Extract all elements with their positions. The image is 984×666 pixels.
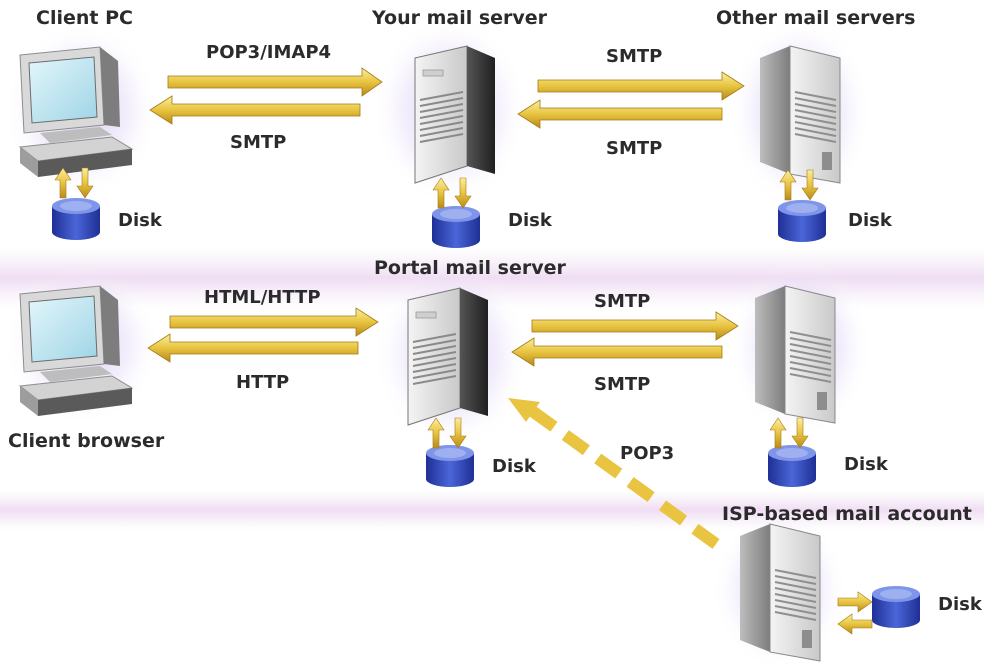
client-pc-label: Client PC (36, 7, 133, 29)
smtp-label: SMTP (230, 132, 287, 153)
http-label: HTTP (236, 372, 290, 393)
arrow-smtp-to-other (537, 71, 745, 101)
smtp-label: SMTP (594, 291, 651, 312)
disk-icon (768, 445, 816, 487)
arrow-pop3-imap4 (167, 67, 383, 97)
disk-label: Disk (844, 454, 888, 475)
smtp-label: SMTP (606, 46, 663, 67)
arrow-smtp-portal-to-other (531, 311, 739, 341)
arrow-smtp-other-to-portal (511, 337, 723, 367)
other-mail-server-tower-2 (754, 285, 836, 424)
pop3-imap4-label: POP3/IMAP4 (206, 42, 332, 63)
arrow-smtp-from-other (517, 99, 723, 129)
your-mail-server-tower (414, 45, 496, 184)
html-http-label: HTML/HTTP (204, 287, 321, 308)
portal-mail-server-label: Portal mail server (374, 257, 566, 279)
arrow-http (147, 333, 359, 363)
isp-disk-transfer-arrows (837, 591, 873, 635)
disk-icon (52, 198, 100, 240)
client-browser-label: Client browser (8, 430, 165, 452)
arrow-html-http (169, 307, 379, 337)
disk-icon (778, 200, 826, 242)
pop3-label: POP3 (620, 443, 675, 464)
client-browser-computer (19, 285, 133, 417)
disk-label: Disk (508, 210, 552, 231)
background-band (0, 490, 984, 530)
smtp-label: SMTP (594, 374, 651, 395)
disk-label: Disk (492, 456, 536, 477)
client-pc-computer (19, 46, 133, 178)
arrow-pop3-dashed (508, 398, 720, 549)
smtp-label: SMTP (606, 138, 663, 159)
disk-label: Disk (118, 210, 162, 231)
arrow-smtp-client-to-server (149, 95, 361, 125)
isp-account-label: ISP-based mail account (722, 503, 972, 525)
your-mail-server-label: Your mail server (372, 7, 548, 29)
other-mail-server-tower (759, 45, 841, 184)
portal-mail-server-tower (407, 287, 489, 426)
isp-mail-server-tower (739, 523, 821, 662)
disk-icon (872, 586, 920, 628)
other-mail-servers-label: Other mail servers (716, 7, 916, 29)
disk-icon (426, 445, 474, 487)
disk-icon (432, 206, 480, 248)
disk-label: Disk (848, 210, 892, 231)
disk-label: Disk (938, 594, 982, 615)
